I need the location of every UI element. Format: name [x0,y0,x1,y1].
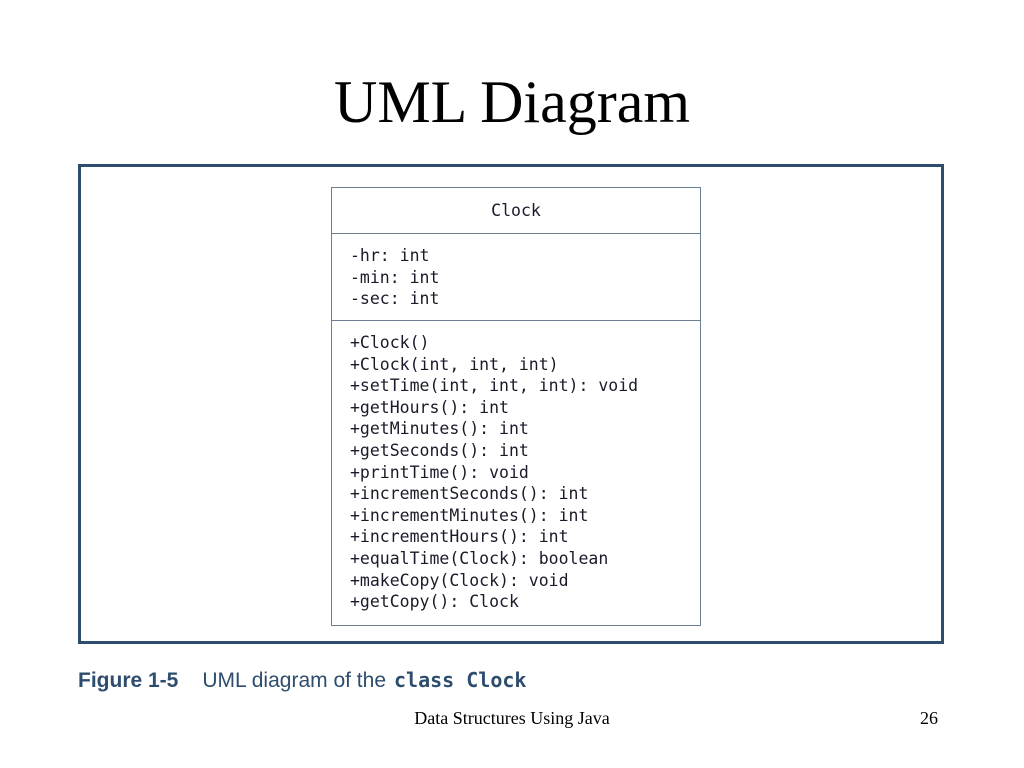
figure-frame: Clock -hr: int -min: int -sec: int +Cloc… [78,164,944,644]
caption-text: UML diagram of the [202,669,386,692]
page-number: 26 [920,708,938,728]
uml-attribute: -min: int [350,267,440,287]
uml-method: +makeCopy(Clock): void [350,570,569,590]
uml-method: +Clock(int, int, int) [350,354,559,374]
figure-caption: Figure 1-5 UML diagram of the class Cloc… [78,668,526,696]
uml-method: +printTime(): void [350,462,529,482]
footer-title: Data Structures Using Java [414,708,610,728]
uml-method: +incrementSeconds(): int [350,484,589,504]
slide-title: UML Diagram [333,69,690,135]
uml-attribute: -sec: int [350,289,440,309]
uml-attribute: -hr: int [350,246,430,265]
uml-method: +getHours(): int [350,397,509,417]
caption-label: Figure 1-5 [78,669,179,692]
uml-method: +getSeconds(): int [350,440,529,460]
caption-code: class Clock [394,668,527,692]
uml-method: +incrementHours(): int [350,527,569,547]
uml-method: +incrementMinutes(): int [350,505,589,525]
uml-methods-section: +Clock() +Clock(int, int, int) +setTime(… [332,321,700,613]
uml-class-name: Clock [332,188,700,234]
uml-method: +getMinutes(): int [350,419,529,439]
uml-method: +setTime(int, int, int): void [350,376,639,396]
uml-method: +Clock() [350,333,430,352]
uml-method: +getCopy(): Clock [350,592,519,612]
uml-attributes-section: -hr: int -min: int -sec: int [332,234,700,321]
uml-class-box: Clock -hr: int -min: int -sec: int +Cloc… [331,187,701,626]
uml-method: +equalTime(Clock): boolean [350,548,609,568]
